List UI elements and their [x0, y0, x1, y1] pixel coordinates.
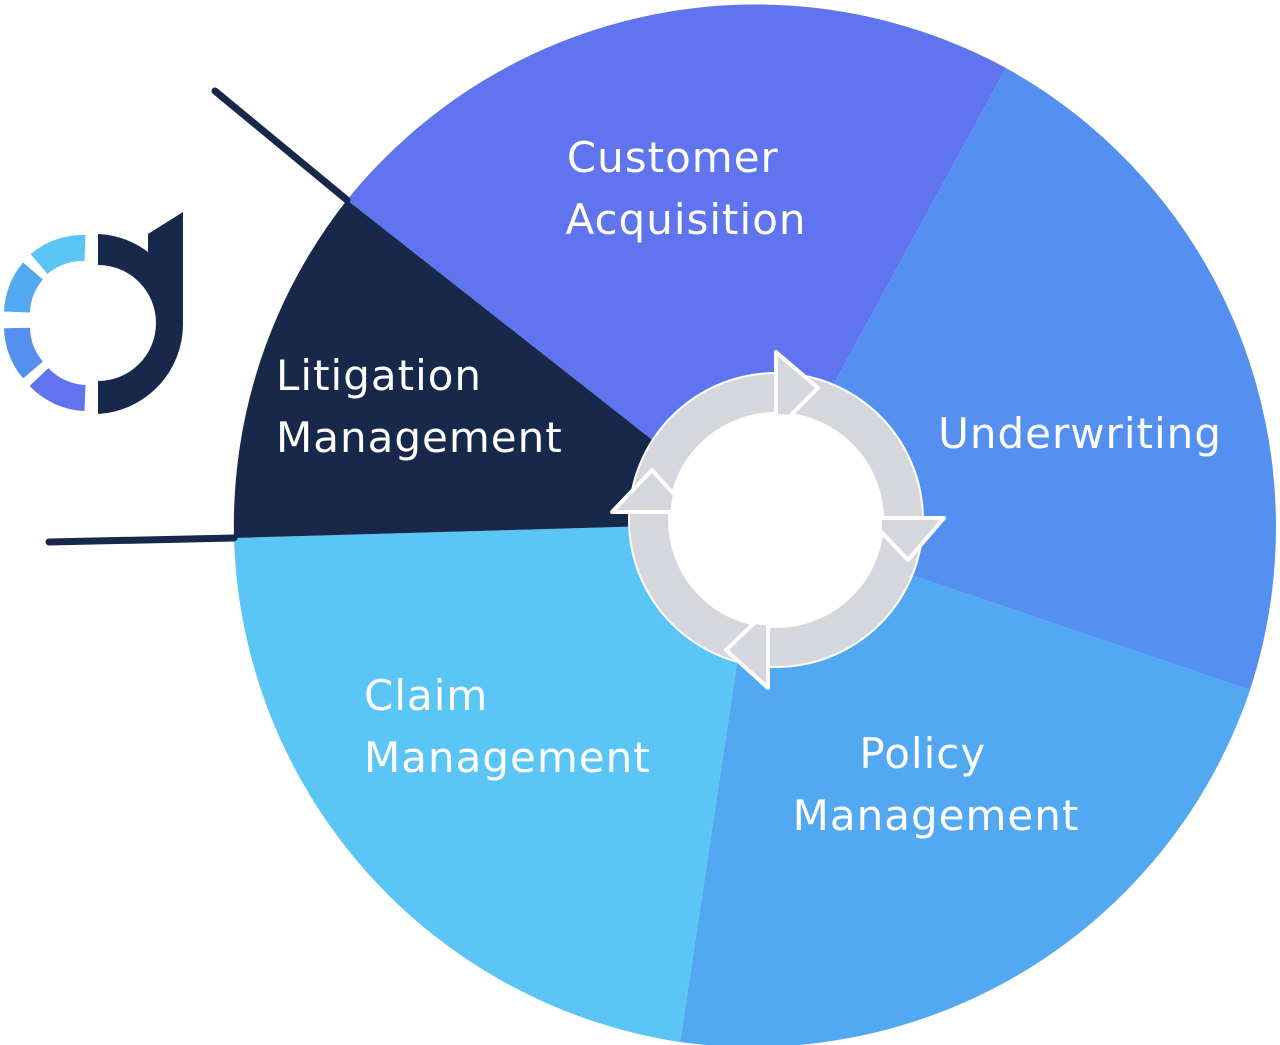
segment-customer-acquisition[interactable] — [347, 4, 1006, 523]
label-customer-acquisition: Customer Acquisition — [565, 133, 806, 244]
wheel-segments — [233, 4, 1276, 1045]
label-claim-management: Claim Management — [364, 671, 651, 782]
label-underwriting: Underwriting — [938, 409, 1222, 458]
cycle-arrows-icon — [610, 350, 946, 690]
cycle-arrowhead-top — [774, 350, 820, 432]
pointer-line-lower — [45, 534, 238, 546]
cycle-arrowhead-right — [866, 516, 946, 562]
cycle-arrowhead-left — [610, 468, 692, 514]
cycle-arrowhead-bottom — [724, 608, 770, 690]
pointer-line-upper — [211, 87, 351, 204]
segment-claim-management[interactable] — [234, 523, 758, 1042]
highlight-pointer-lines — [45, 87, 351, 546]
label-litigation-management: Litigation Management — [276, 351, 563, 462]
segment-litigation-management[interactable] — [233, 200, 759, 538]
brand-logo-icon — [4, 212, 184, 414]
label-policy-management: Policy Management — [793, 729, 1080, 840]
segment-labels: Customer Acquisition Underwriting Policy… — [276, 133, 1222, 840]
